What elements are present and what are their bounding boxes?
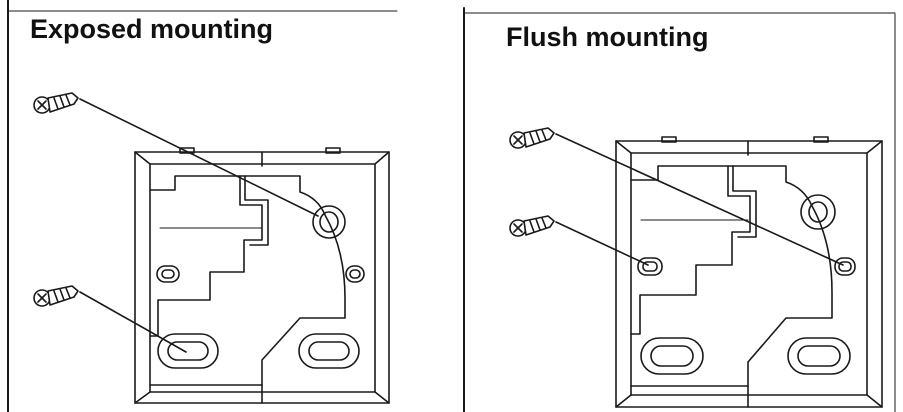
- exposed-slot-lower-right: [298, 333, 360, 369]
- flush-mounting-base: [615, 136, 883, 408]
- flush-screw-hole-upper-right: [800, 194, 836, 230]
- exposed-mounting-title: Exposed mounting: [30, 14, 273, 44]
- flush-slot-lower-right: [787, 337, 851, 375]
- exposed-side-slot-left: [156, 265, 180, 283]
- exposed-guide-line-lower: [79, 291, 187, 353]
- exposed-screw-slot-lower-left: [157, 333, 219, 369]
- flush-slot-lower-left: [640, 337, 704, 375]
- flush-side-slot-left: [637, 257, 663, 276]
- screw-icon: [33, 285, 79, 307]
- flush-side-slot-right: [834, 257, 856, 276]
- flush-guide-line-lower: [555, 221, 649, 266]
- screw-icon: [509, 215, 555, 237]
- exposed-guide-line-upper: [79, 98, 319, 217]
- exposed-mounting-base: [134, 147, 390, 404]
- panel-borders: [7, 0, 896, 412]
- exposed-screw-hole-upper-right: [312, 205, 346, 239]
- screw-icon: [33, 92, 79, 114]
- screw-icon: [509, 127, 555, 149]
- flush-mounting-title: Flush mounting: [506, 22, 709, 52]
- flush-guide-line-upper: [555, 133, 844, 266]
- exposed-side-slot-right: [345, 265, 365, 283]
